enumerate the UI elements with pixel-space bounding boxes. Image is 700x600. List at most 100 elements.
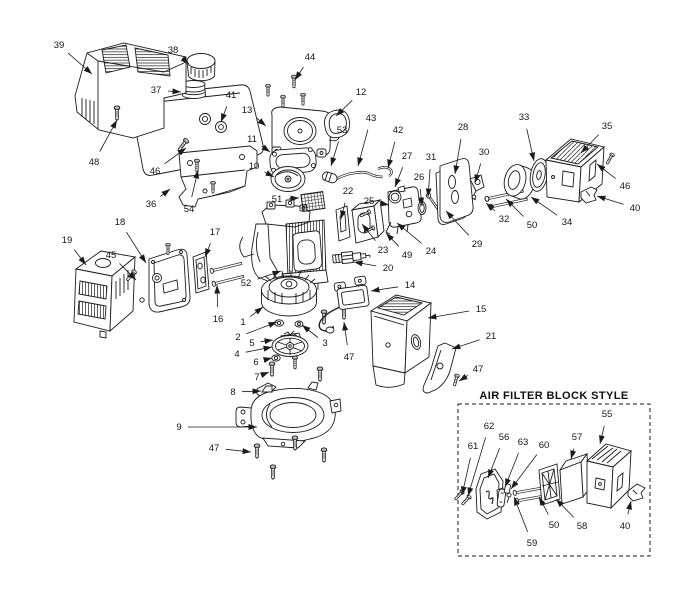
- callout-5: 5: [249, 338, 274, 349]
- callout-40: 40: [620, 500, 632, 532]
- callout-16: 16: [213, 284, 224, 325]
- callout-30: 30: [474, 147, 489, 184]
- callout-4: 4: [234, 345, 273, 360]
- svg-text:9: 9: [176, 422, 181, 433]
- part-filter-disc-33: [529, 158, 549, 192]
- svg-text:62: 62: [484, 421, 495, 432]
- svg-text:52: 52: [241, 278, 252, 289]
- screw-starter-1: [265, 83, 271, 97]
- part-muffler-gasket-17: [192, 251, 210, 294]
- callout-58: 58: [555, 498, 588, 532]
- callout-29: 29: [445, 210, 483, 250]
- part-elbow-tube-42: [377, 166, 393, 177]
- svg-text:29: 29: [472, 239, 483, 250]
- screw-starter-2: [280, 94, 286, 108]
- screw-62: [460, 493, 473, 507]
- screw-47c: [451, 373, 461, 387]
- svg-text:40: 40: [620, 521, 631, 532]
- callout-32: 32: [485, 202, 509, 225]
- svg-text:6: 6: [253, 357, 258, 368]
- callout-40: 40: [596, 195, 641, 214]
- svg-text:22: 22: [343, 186, 354, 197]
- svg-text:34: 34: [562, 217, 573, 228]
- screw-47d3: [320, 447, 328, 463]
- svg-text:19: 19: [62, 235, 73, 246]
- svg-text:63: 63: [518, 437, 529, 448]
- screw-47d4: [269, 464, 277, 480]
- svg-text:42: 42: [393, 125, 404, 136]
- svg-text:41: 41: [226, 90, 237, 101]
- callout-26: 26: [414, 172, 425, 207]
- callout-8: 8: [230, 387, 262, 398]
- inset-title: AIR FILTER BLOCK STYLE: [479, 390, 628, 402]
- callout-21: 21: [451, 331, 497, 350]
- callout-31: 31: [425, 152, 436, 198]
- svg-text:12: 12: [356, 87, 367, 98]
- svg-text:3: 3: [322, 338, 327, 349]
- callout-38: 38: [168, 45, 190, 65]
- svg-text:21: 21: [486, 331, 497, 342]
- stud-16b: [210, 272, 247, 289]
- svg-text:5: 5: [249, 338, 254, 349]
- callout-33: 33: [519, 112, 536, 162]
- callout-14: 14: [370, 280, 415, 293]
- part-bracket-21: [422, 342, 457, 394]
- svg-text:44: 44: [305, 52, 316, 63]
- svg-text:54: 54: [184, 204, 195, 215]
- svg-text:8: 8: [230, 387, 235, 398]
- callout-41: 41: [220, 90, 237, 123]
- callout-49: 49: [385, 232, 412, 261]
- part-choke-30: [469, 174, 485, 201]
- part-nut-3: [294, 320, 304, 328]
- part-starter-handle-12: [324, 109, 351, 139]
- part-ring-6: [271, 354, 281, 362]
- svg-text:2: 2: [235, 332, 240, 343]
- svg-text:7: 7: [254, 372, 259, 383]
- part-rope-pulley-10: [270, 166, 306, 192]
- svg-text:40: 40: [630, 203, 641, 214]
- part-engine-cover-39: [74, 42, 187, 139]
- screw-starter-3: [300, 92, 306, 106]
- part-clip-40b: [627, 483, 646, 502]
- callout-47: 47: [342, 321, 354, 363]
- part-ignition-coil-14: [318, 275, 370, 334]
- callout-12: 12: [335, 87, 367, 117]
- part-bracket-36: [178, 145, 258, 208]
- callout-48: 48: [89, 119, 118, 168]
- svg-text:38: 38: [168, 45, 179, 56]
- svg-text:10: 10: [249, 161, 260, 172]
- callout-19: 19: [62, 235, 87, 266]
- part-carburetor-25: [385, 185, 422, 235]
- svg-text:4: 4: [234, 349, 239, 360]
- part-clip-40a: [580, 186, 598, 204]
- callout-50: 50: [538, 496, 560, 531]
- part-filter-cover-55: [586, 443, 632, 510]
- callout-22: 22: [340, 186, 354, 220]
- callout-27: 27: [394, 151, 412, 188]
- svg-text:51: 51: [272, 194, 283, 205]
- part-washer-2: [274, 319, 284, 327]
- callout-9: 9: [176, 422, 257, 433]
- svg-text:58: 58: [577, 521, 588, 532]
- screw-7: [268, 361, 276, 377]
- callout-43: 43: [357, 113, 376, 167]
- part-muffler-18: [148, 248, 191, 313]
- callout-20: 20: [353, 260, 394, 274]
- svg-text:50: 50: [549, 520, 560, 531]
- part-spark-plug-20: [332, 251, 371, 265]
- callout-18: 18: [115, 217, 147, 264]
- svg-text:20: 20: [383, 263, 394, 274]
- svg-text:59: 59: [527, 538, 538, 549]
- callout-59: 59: [513, 496, 538, 549]
- callout-36: 36: [146, 188, 171, 210]
- svg-text:23: 23: [378, 245, 389, 256]
- svg-text:16: 16: [213, 314, 224, 325]
- callout-10: 10: [249, 161, 275, 178]
- screw-47d1: [253, 443, 261, 459]
- svg-text:26: 26: [414, 172, 425, 183]
- callout-53: 53: [330, 125, 348, 167]
- svg-text:53: 53: [337, 125, 348, 136]
- svg-text:35: 35: [602, 121, 613, 132]
